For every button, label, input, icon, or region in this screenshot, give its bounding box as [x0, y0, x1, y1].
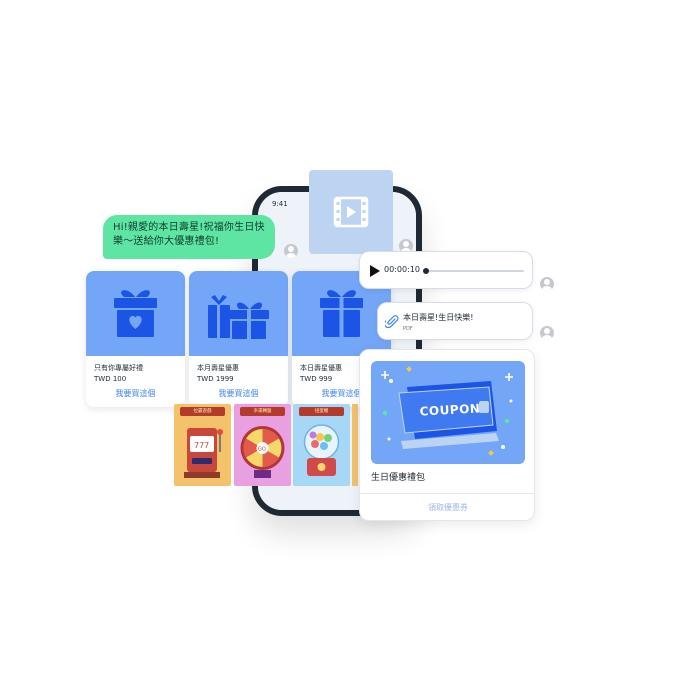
coupon-title: 生日優惠禮包	[371, 473, 426, 483]
gift-card-title: 本日壽星優惠	[300, 364, 342, 372]
gift-card-price: TWD 999	[300, 375, 333, 383]
game-tile-wheel[interactable]: 幸運轉盤 GO	[234, 404, 291, 486]
audio-progress-track[interactable]	[424, 270, 524, 272]
game-tile-partial	[352, 404, 358, 486]
video-thumbnail[interactable]	[309, 170, 393, 254]
svg-text:GO: GO	[258, 447, 266, 453]
game-banner: 幸運轉盤	[240, 407, 285, 416]
video-icon	[333, 196, 369, 228]
divider	[360, 493, 534, 494]
gift-card-image	[292, 271, 391, 356]
gift-card-price: TWD 1999	[197, 375, 234, 383]
game-banner: 拉霸遊戲	[180, 407, 225, 416]
gacha-machine-icon	[303, 424, 340, 476]
gift-card-1[interactable]: 只有你專屬好禮 TWD 100 我要買這個	[86, 271, 185, 407]
game-tile-gacha[interactable]: 扭蛋機	[293, 404, 350, 486]
svg-text:777: 777	[194, 441, 209, 450]
status-time: 9:41	[272, 200, 288, 208]
coupon-ticket-icon	[381, 366, 513, 456]
gift-box-heart-icon	[114, 290, 157, 337]
gift-card-2[interactable]: 本月壽星優惠 TWD 1999 我要買這個	[189, 271, 288, 407]
paperclip-icon	[385, 315, 399, 329]
gift-box-icon	[320, 290, 363, 337]
buy-button[interactable]: 我要買這個	[321, 389, 362, 398]
avatar	[540, 326, 554, 340]
avatar	[284, 244, 298, 258]
file-message[interactable]: 本日壽星!生日快樂! PDF	[377, 302, 533, 340]
greeting-message: Hi!親愛的本日壽星!祝福你生日快樂～送給你大優惠禮包!	[103, 215, 275, 259]
gift-card-image	[189, 271, 288, 356]
file-type: PDF	[403, 326, 413, 332]
file-name: 本日壽星!生日快樂!	[403, 313, 474, 322]
gift-card-image	[86, 271, 185, 356]
audio-progress-handle[interactable]	[423, 268, 429, 274]
gift-card-title: 只有你專屬好禮	[94, 364, 143, 372]
play-icon[interactable]	[368, 264, 382, 278]
spin-wheel-icon: GO	[240, 426, 285, 478]
gift-boxes-icon	[208, 295, 269, 339]
slot-machine-icon: 777	[184, 428, 223, 478]
game-banner: 扭蛋機	[299, 407, 344, 416]
gift-card-price: TWD 100	[94, 375, 127, 383]
claim-coupon-button[interactable]: 領取優惠券	[428, 503, 468, 512]
buy-button[interactable]: 我要買這個	[115, 389, 156, 398]
avatar	[399, 239, 413, 253]
game-tile-slot[interactable]: 拉霸遊戲 777	[174, 404, 231, 486]
buy-button[interactable]: 我要買這個	[218, 389, 259, 398]
audio-message[interactable]: 00:00:10	[359, 251, 533, 289]
audio-duration: 00:00:10	[384, 265, 420, 274]
gift-card-title: 本月壽星優惠	[197, 364, 239, 372]
avatar	[540, 277, 554, 291]
coupon-card[interactable]: COUPON 生日優惠禮包 領取優惠券	[359, 349, 535, 521]
coupon-image: COUPON	[371, 361, 525, 464]
